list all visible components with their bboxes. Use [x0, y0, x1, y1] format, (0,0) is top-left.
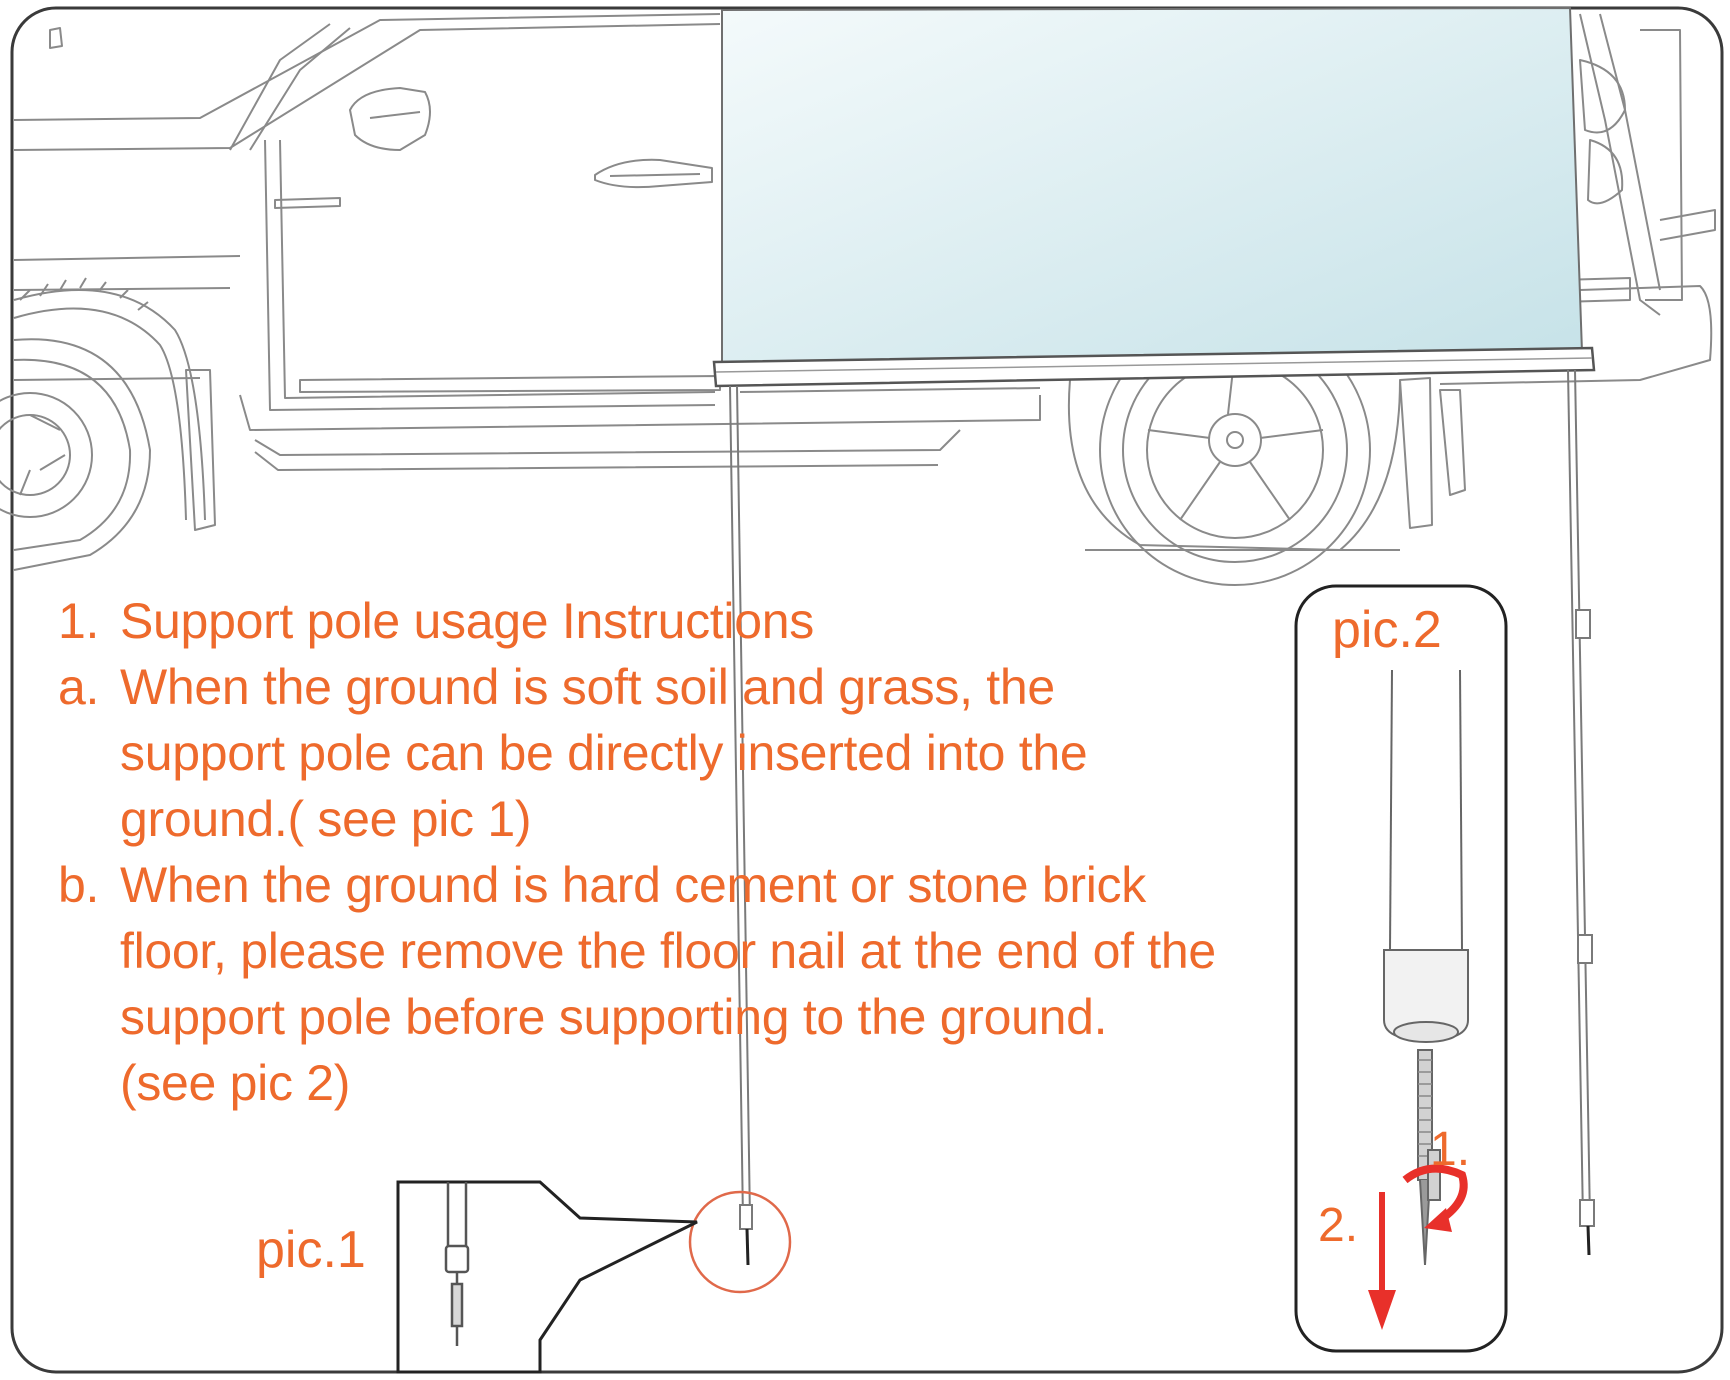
instruction-a-line: ground.( see pic 1)	[120, 791, 532, 847]
pic2-step1-label: 1.	[1430, 1123, 1471, 1176]
pic1-pole-detail	[444, 1182, 470, 1346]
support-pole-right	[1567, 369, 1595, 1256]
rotate-arrow-icon	[1402, 1164, 1468, 1224]
instruction-b-line: When the ground is hard cement or stone …	[120, 857, 1146, 913]
instruction-b-line: support pole before supporting to the gr…	[120, 989, 1108, 1045]
instruction-a-num: a.	[58, 659, 100, 715]
instruction-a-line: When the ground is soft soil and grass, …	[120, 659, 1055, 715]
rotate-arrow-head-icon	[1424, 1208, 1452, 1232]
pull-down-arrow-head-icon	[1368, 1290, 1396, 1330]
awning-panel	[721, 6, 1584, 364]
pic2-label: pic.2	[1332, 601, 1442, 659]
pic1-label: pic.1	[256, 1221, 366, 1279]
instruction-a-line: support pole can be directly inserted in…	[120, 725, 1088, 781]
instruction-heading-text: Support pole usage Instructions	[120, 593, 814, 649]
instruction-b-line: floor, please remove the floor nail at t…	[120, 923, 1216, 979]
pic1-detail-box	[396, 1180, 698, 1374]
pic2-step2-label: 2.	[1318, 1199, 1359, 1252]
instruction-b-num: b.	[58, 857, 100, 913]
support-pole-left	[729, 385, 753, 1266]
awning-roller-bar	[712, 346, 1596, 388]
pic2-pole-detail	[1383, 669, 1469, 1266]
instruction-heading-num: 1.	[58, 593, 100, 649]
pic1-callout-circle	[688, 1190, 792, 1294]
instruction-b-line: (see pic 2)	[120, 1055, 351, 1111]
